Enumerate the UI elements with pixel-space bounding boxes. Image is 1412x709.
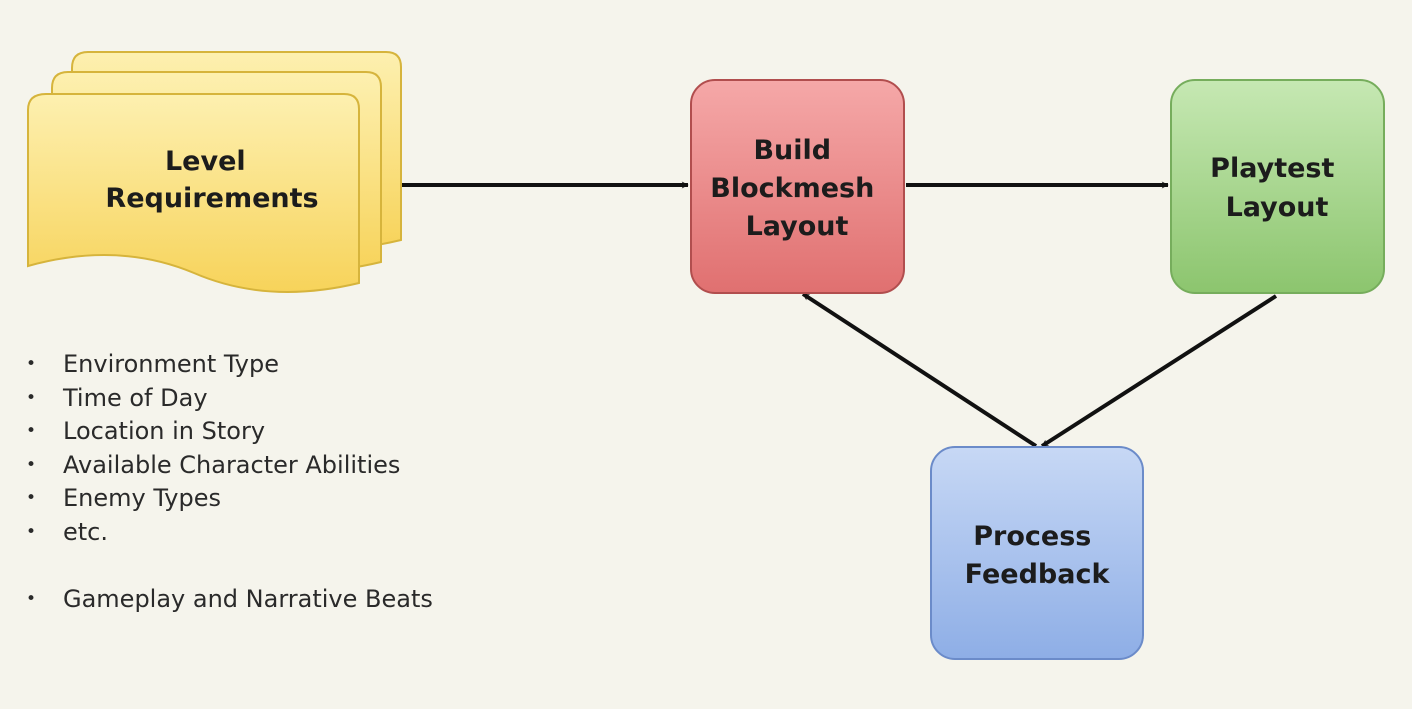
node-label-line: Layout bbox=[1226, 192, 1329, 223]
svg-text:Playtest Layout: Playtest Layout bbox=[1210, 153, 1344, 223]
node-label-line: Requirements bbox=[105, 183, 318, 214]
bullet-item-extra: Gameplay and Narrative Beats bbox=[26, 583, 433, 617]
bullet-item: etc. bbox=[26, 516, 433, 550]
node-label-line: Process bbox=[973, 521, 1091, 552]
node-label-line: Playtest bbox=[1210, 153, 1334, 184]
bullet-item: Available Character Abilities bbox=[26, 449, 433, 483]
svg-text:Process Feedback: Process Feedback bbox=[965, 521, 1111, 590]
node-label-line: Layout bbox=[746, 211, 849, 242]
edge-feedback-to-build bbox=[801, 292, 1038, 448]
bullet-item: Enemy Types bbox=[26, 482, 433, 516]
node-box bbox=[930, 446, 1144, 660]
node-level-requirements: Level Requirements bbox=[27, 51, 402, 293]
document-sheet-front bbox=[27, 93, 360, 293]
node-label-line: Build bbox=[753, 135, 831, 166]
bullet-item: Time of Day bbox=[26, 382, 433, 416]
svg-text:Build Blockmesh La: Build Blockmesh Layout bbox=[710, 135, 884, 242]
node-box bbox=[690, 79, 905, 294]
node-label-line: Feedback bbox=[965, 559, 1111, 590]
node-label-line: Level bbox=[165, 146, 246, 177]
edge-playtest-to-feedback bbox=[1040, 294, 1278, 448]
node-build-blockmesh-layout: Build Blockmesh Layout bbox=[690, 79, 905, 294]
edges bbox=[402, 181, 1278, 448]
node-box bbox=[1170, 79, 1385, 294]
node-label-line: Blockmesh bbox=[710, 173, 874, 204]
node-process-feedback: Process Feedback bbox=[930, 446, 1144, 660]
requirements-bullet-list: Environment Type Time of Day Location in… bbox=[26, 348, 433, 616]
bullet-item: Location in Story bbox=[26, 415, 433, 449]
node-playtest-layout: Playtest Layout bbox=[1170, 79, 1385, 294]
svg-text:Level Requirements: Level Requirements bbox=[105, 146, 318, 214]
bullet-item: Environment Type bbox=[26, 348, 433, 382]
